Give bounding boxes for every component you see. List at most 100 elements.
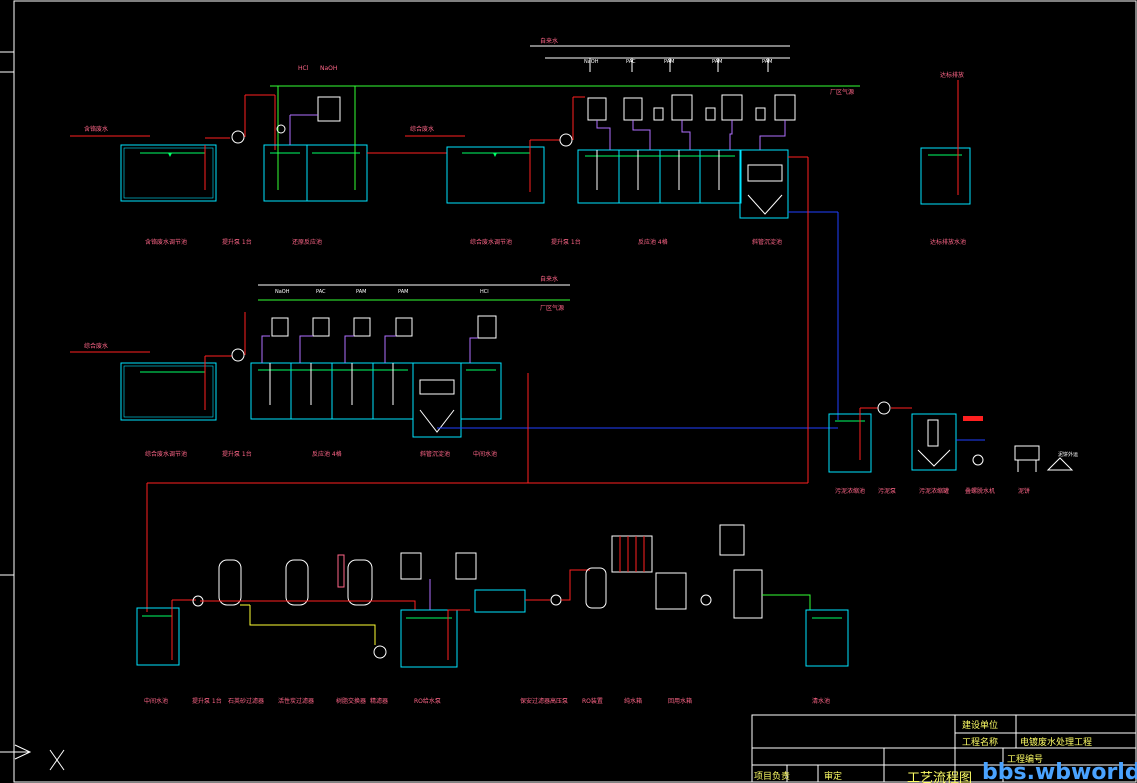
settling-tank-row1 [739, 149, 789, 219]
captions-row4: 中间水池 提升泵 1台 石英砂过滤器 活性炭过滤器 树脂交换器 精滤器 RO给水… [144, 697, 830, 705]
sludge-pump [877, 401, 891, 415]
reuse-tank [719, 524, 745, 556]
cap-r3-3: 叠螺脱水机 [965, 487, 995, 495]
dose-row1-3: PAM [712, 59, 722, 65]
mixer-row1-a [276, 124, 286, 134]
drawing-frame [13, 0, 1137, 783]
tb-project-no: 工程编号 [1007, 753, 1043, 765]
sand-filter [218, 559, 242, 606]
intermediate-tank-row2 [460, 362, 502, 420]
mix-inlet-label-1: 综合废水 [410, 125, 434, 133]
dose-row1-4: PAM [762, 59, 772, 65]
row4-red-main [200, 600, 416, 610]
mix-inlet-label-2: 综合废水 [84, 342, 108, 350]
backwash-pump [373, 645, 387, 659]
dose-header-row1 [545, 57, 790, 72]
ro-feed-line [561, 569, 590, 601]
sludge-thickening-tank [828, 413, 872, 473]
cap-r4-9: RO装置 [582, 697, 603, 705]
cap-r2-2: 反应池 4格 [312, 450, 342, 458]
cap-r3-1: 污泥泵 [878, 487, 896, 495]
tap-water-label: 自来水 [540, 37, 558, 45]
row4-to-clean [762, 594, 811, 610]
ro-unit-1 [611, 535, 653, 573]
cap-r2-1: 提升泵 1台 [222, 450, 252, 458]
ucs-axis-icon [0, 744, 65, 771]
clean-water-pool [805, 609, 849, 667]
cartridge-filter-row4 [474, 589, 526, 613]
cap-r1-5: 反应池 4格 [638, 238, 668, 246]
reduction-tank [263, 144, 368, 202]
dose-lines-row1 [596, 120, 786, 150]
screw-dewatering-machine [1014, 445, 1040, 472]
chrome-equalization-tank [120, 144, 217, 202]
cap-r2-0: 综合废水调节池 [145, 450, 187, 458]
sludge-cake-icon [1046, 457, 1074, 471]
title-block [751, 714, 1137, 783]
dose-tanks-row4 [400, 552, 477, 580]
cap-r1-2: 还原反应池 [292, 238, 322, 246]
cap-r4-1: 提升泵 1台 [192, 697, 222, 705]
tb-design-unit: 建设单位 [962, 719, 998, 731]
pure-water-tank [655, 572, 687, 610]
security-filter [585, 567, 607, 609]
dose-lines-row2 [261, 335, 478, 363]
cap-r4-6: RO给水泵 [414, 697, 441, 705]
dose-tanks-row2 [271, 315, 497, 339]
cap-r4-0: 中间水池 [144, 697, 168, 705]
intermediate-pool-row4 [136, 607, 180, 666]
captions-row2: 综合废水调节池 提升泵 1台 反应池 4格 斜管沉淀池 中间水池 [145, 450, 497, 458]
cap-r4-2: 石英砂过滤器 [228, 697, 264, 705]
pump-2 [559, 133, 573, 147]
cap-r3-4: 泥饼 [1018, 487, 1030, 495]
carbon-filter [285, 559, 309, 606]
dose-row1-1: PAC [626, 59, 636, 65]
tb-drawing-title: 工艺流程图 [907, 771, 972, 783]
tb-project-name-value: 电镀废水处理工程 [1020, 736, 1092, 748]
raw-inlet-label: 含铬废水 [84, 125, 108, 133]
dose-row1-0: NaOH [584, 59, 599, 65]
dose-row1-2: PAM [664, 59, 674, 65]
cap-r4-4: 树脂交换器 [336, 697, 366, 705]
sludge-tag [963, 416, 983, 421]
screw-press-pump [972, 454, 984, 466]
cap-r1-7: 达标排放水池 [930, 238, 966, 246]
cap-r4-8: 高压泵 [550, 697, 568, 705]
reaction-tank-row1 [577, 149, 742, 204]
dose-tank-row1-a [317, 96, 341, 122]
captions-row1: 含铬废水调节池 提升泵 1台 还原反应池 综合废水调节池 提升泵 1台 反应池 … [145, 238, 966, 246]
pump-3 [231, 348, 245, 362]
cap-r3-0: 污泥浓缩池 [835, 487, 865, 495]
reaction-tank-row2 [250, 362, 414, 420]
discharge-pool [920, 147, 971, 205]
cap-r4-12: 清水池 [812, 697, 830, 705]
tb-review: 审定 [824, 770, 842, 782]
cap-r4-7: 保安过滤器 [520, 697, 550, 705]
cap-r4-3: 活性炭过滤器 [278, 697, 314, 705]
cap-r4-11: 回用水箱 [668, 697, 692, 705]
dose-row2-0: NaOH [275, 289, 290, 295]
watermark: bbs.wbworld.com [982, 760, 1137, 783]
product-tank-row4 [400, 609, 458, 668]
captions-row3: 污泥浓缩池 污泥泵 污泥浓缩罐 叠螺脱水机 泥饼 [835, 487, 1030, 495]
ro-feed-pump [550, 594, 562, 606]
cap-r4-10: 纯水箱 [624, 697, 642, 705]
tb-project-name-label: 工程名称 [962, 736, 998, 748]
high-pressure-pump [700, 594, 712, 606]
tap-water-label-2: 自来水 [540, 275, 558, 283]
air-main-label-2: 厂区气源 [540, 304, 564, 312]
sludge-thickener-vessel [911, 413, 957, 471]
ro-unit-2 [733, 569, 763, 619]
dose-labels-row1: NaOH PAC PAM PAM PAM [584, 59, 772, 65]
dose-row2-1: PAC [316, 289, 326, 295]
cap-r1-3: 综合废水调节池 [470, 238, 512, 246]
cap-r1-6: 斜管沉淀池 [752, 238, 782, 246]
cap-r2-4: 中间水池 [473, 450, 497, 458]
dose-row2-3: PAM [398, 289, 408, 295]
tb-project-lead: 项目负责 [754, 770, 790, 782]
cap-r1-4: 提升泵 1台 [551, 238, 581, 246]
resin-exchanger [337, 554, 373, 606]
row4-to-cartridge [447, 609, 470, 660]
cap-r4-5: 精滤器 [370, 697, 388, 705]
air-main-label: 厂区气源 [830, 88, 854, 96]
